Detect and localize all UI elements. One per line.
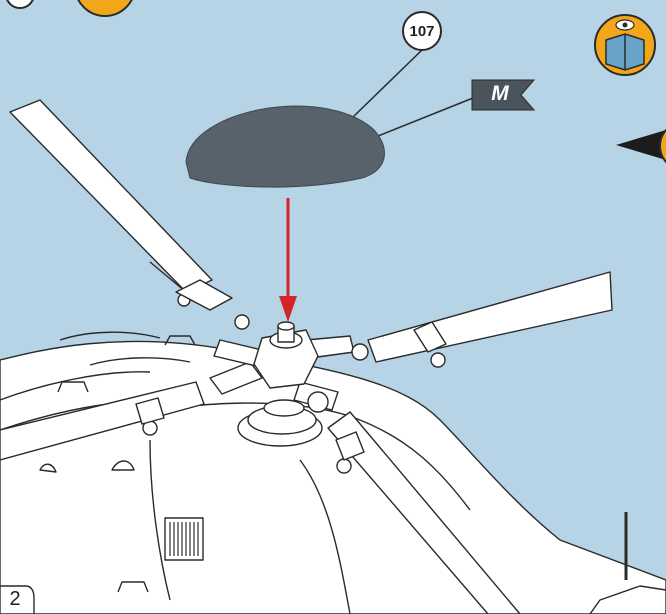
- rotor-blade-right: [368, 272, 612, 362]
- rotor-dome-part: [186, 106, 384, 187]
- black-triangle-pointer-icon: [616, 122, 666, 170]
- red-down-arrow-icon: [279, 198, 297, 322]
- eye-book-icon[interactable]: [595, 15, 655, 75]
- flag-leader-line: [378, 96, 478, 136]
- step-corner-text: 2: [0, 585, 30, 614]
- rotor-blade-upper-left: [10, 100, 212, 292]
- marker-flag-letter: M: [478, 79, 532, 109]
- fuselage: [0, 341, 666, 614]
- yellow-circle-badge-icon: [6, 0, 135, 16]
- part-number-badge: 107: [402, 11, 442, 51]
- part-leader-line: [352, 50, 422, 118]
